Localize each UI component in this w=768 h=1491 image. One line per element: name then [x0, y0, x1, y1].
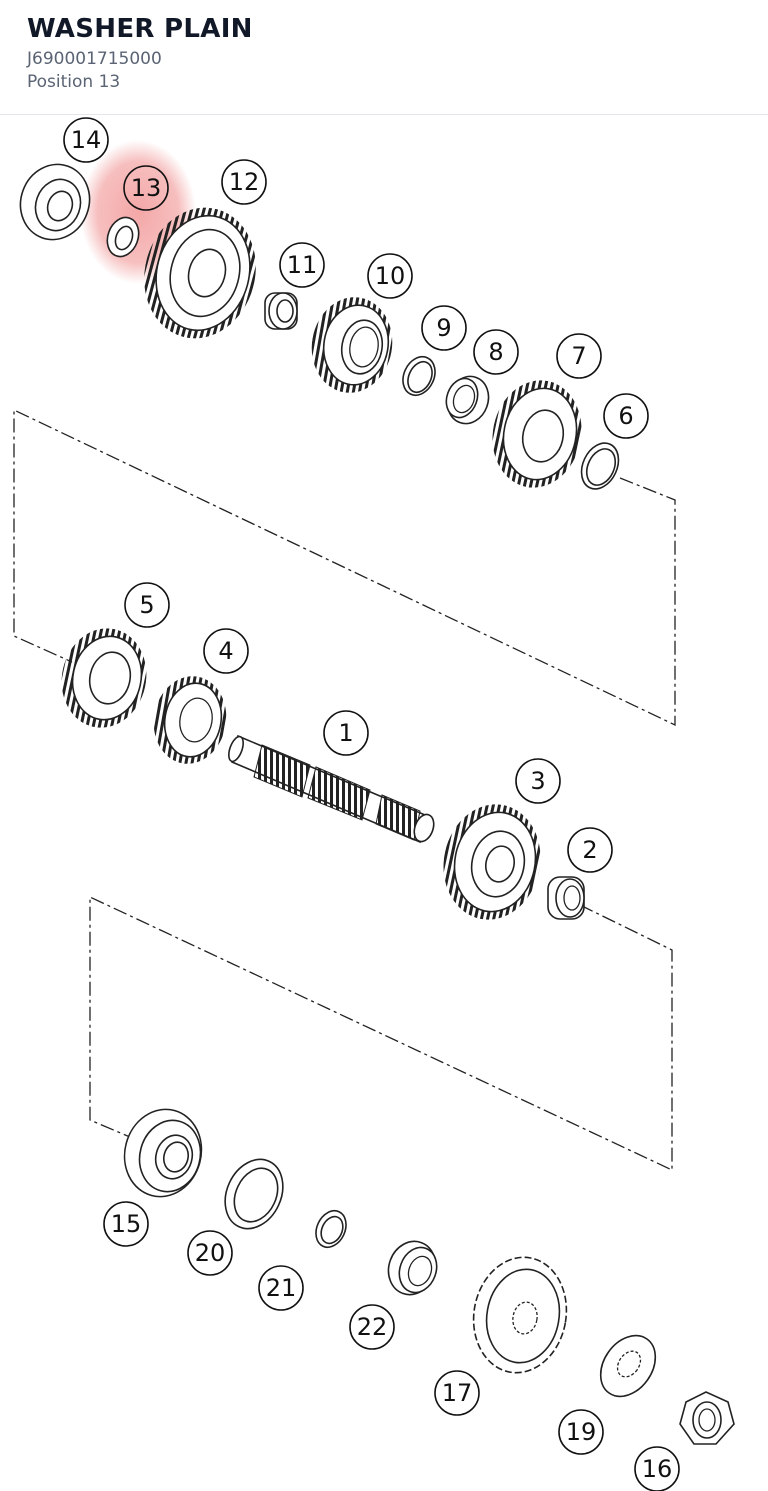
exploded-parts-diagram: 14 13 12 11 10 9 8 7 6 5 4 1 — [10, 117, 735, 1491]
part-21-ring[interactable] — [310, 1206, 351, 1252]
svg-text:21: 21 — [266, 1274, 297, 1302]
callout-label-2[interactable]: 2 — [567, 827, 613, 873]
callout-label-8[interactable]: 8 — [473, 329, 519, 375]
callout-label-9[interactable]: 9 — [421, 305, 467, 351]
part-6-ring[interactable] — [574, 437, 625, 495]
part-9-ring[interactable] — [397, 352, 441, 401]
callout-label-5[interactable]: 5 — [124, 582, 170, 628]
callout-label-13[interactable]: 13 — [123, 165, 169, 211]
callout-label-16[interactable]: 16 — [634, 1446, 680, 1491]
svg-text:5: 5 — [139, 591, 154, 619]
part-11-bushing[interactable] — [264, 292, 298, 330]
svg-text:10: 10 — [375, 262, 406, 290]
part-4-gear[interactable] — [147, 670, 233, 769]
callout-label-21[interactable]: 21 — [258, 1265, 304, 1311]
svg-text:6: 6 — [618, 402, 633, 430]
part-number: J690001715000 — [27, 49, 162, 69]
part-3-gear[interactable] — [433, 795, 551, 928]
svg-text:15: 15 — [111, 1210, 142, 1238]
assembly-lines — [13, 408, 676, 1172]
part-header: WASHER PLAIN J690001715000 Position 13 — [0, 0, 768, 115]
callout-label-11[interactable]: 11 — [279, 242, 325, 288]
callout-label-6[interactable]: 6 — [603, 393, 649, 439]
svg-text:8: 8 — [488, 338, 503, 366]
part-7-gear[interactable] — [483, 372, 592, 496]
svg-text:17: 17 — [442, 1379, 473, 1407]
part-1-shaft[interactable] — [226, 734, 437, 845]
part-5-gear[interactable] — [53, 620, 156, 735]
svg-text:12: 12 — [229, 168, 260, 196]
part-2-bushing[interactable] — [547, 876, 585, 920]
part-16-nut[interactable] — [679, 1391, 735, 1445]
part-14-bearing[interactable] — [10, 155, 100, 250]
callout-label-22[interactable]: 22 — [349, 1304, 395, 1350]
svg-text:22: 22 — [357, 1313, 388, 1341]
svg-text:1: 1 — [338, 719, 353, 747]
callout-label-1[interactable]: 1 — [323, 710, 369, 756]
callout-label-12[interactable]: 12 — [221, 159, 267, 205]
callout-label-10[interactable]: 10 — [367, 253, 413, 299]
svg-text:2: 2 — [582, 836, 597, 864]
svg-text:19: 19 — [566, 1418, 597, 1446]
part-15-bearing[interactable] — [115, 1101, 211, 1206]
part-position: Position 13 — [27, 72, 121, 92]
svg-text:9: 9 — [436, 314, 451, 342]
callout-label-17[interactable]: 17 — [434, 1370, 480, 1416]
svg-text:14: 14 — [71, 126, 102, 154]
callout-label-4[interactable]: 4 — [203, 628, 249, 674]
part-22-bushing[interactable] — [381, 1235, 443, 1301]
part-19-lock-washer[interactable] — [589, 1325, 666, 1407]
part-12-gear[interactable] — [130, 195, 270, 351]
callout-label-7[interactable]: 7 — [556, 333, 602, 379]
svg-text:13: 13 — [131, 174, 162, 202]
svg-text:4: 4 — [218, 637, 233, 665]
part-10-gear[interactable] — [304, 291, 399, 399]
part-8-bushing[interactable] — [441, 371, 495, 430]
svg-text:3: 3 — [530, 767, 545, 795]
part-13-washer[interactable] — [102, 213, 144, 261]
part-title: WASHER PLAIN — [27, 14, 253, 44]
callout-label-19[interactable]: 19 — [558, 1409, 604, 1455]
callout-label-3[interactable]: 3 — [515, 758, 561, 804]
part-17-sprocket[interactable] — [465, 1250, 576, 1380]
callout-label-15[interactable]: 15 — [103, 1201, 149, 1247]
svg-text:7: 7 — [571, 342, 586, 370]
svg-text:11: 11 — [287, 251, 318, 279]
callout-label-20[interactable]: 20 — [187, 1230, 233, 1276]
svg-text:20: 20 — [195, 1239, 226, 1267]
part-20-seal[interactable] — [214, 1150, 293, 1238]
callout-label-14[interactable]: 14 — [63, 117, 109, 163]
svg-text:16: 16 — [642, 1455, 673, 1483]
